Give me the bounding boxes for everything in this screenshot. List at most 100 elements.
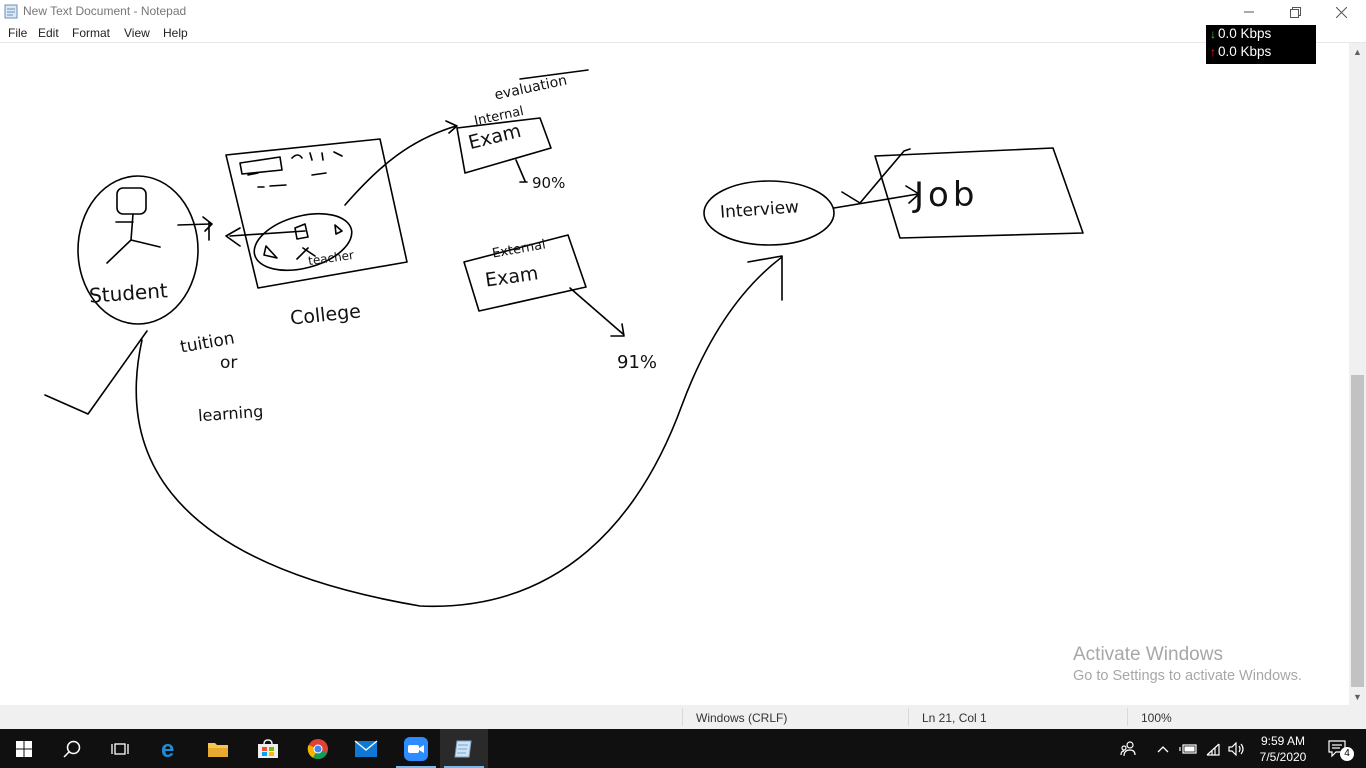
action-center-button[interactable]: 4 [1318, 729, 1358, 768]
internal-percent-arrow [515, 159, 528, 183]
scrollbar-thumb[interactable] [1351, 375, 1364, 687]
menu-bar: File Edit Format View Help [0, 24, 1366, 43]
taskbar-zoom[interactable] [392, 729, 440, 768]
status-zoom: 100% [1141, 711, 1172, 725]
battery-button[interactable] [1176, 729, 1200, 768]
menu-edit[interactable]: Edit [38, 26, 59, 40]
upload-arrow-icon: ↑ [1210, 45, 1216, 59]
task-view-button[interactable] [96, 729, 144, 768]
clock-date: 7/5/2020 [1259, 749, 1307, 764]
editor-top-border [0, 42, 1366, 43]
minimize-icon [1244, 11, 1254, 13]
interview-to-job-arrow [833, 185, 920, 209]
notepad-active-indicator [444, 766, 484, 768]
net-speed-meter: ↓0.0 Kbps ↑0.0 Kbps [1206, 25, 1316, 64]
svg-text:e: e [161, 738, 174, 760]
taskbar-file-explorer[interactable] [194, 729, 242, 768]
menu-view[interactable]: View [124, 26, 150, 40]
student-arrow [177, 216, 213, 241]
folder-icon [208, 742, 228, 757]
download-speed: 0.0 Kbps [1218, 26, 1272, 41]
show-hidden-icons-button[interactable] [1152, 729, 1174, 768]
clock-button[interactable]: 9:59 AM 7/5/2020 [1252, 729, 1314, 768]
volume-button[interactable] [1225, 729, 1249, 768]
scroll-up-arrow-icon[interactable]: ▲ [1353, 46, 1362, 57]
notification-icon [1328, 739, 1346, 757]
chrome-icon [307, 738, 328, 759]
college-box [225, 138, 408, 289]
window-title: New Text Document - Notepad [23, 4, 187, 18]
teacher-circle [253, 212, 353, 272]
restore-button[interactable] [1272, 0, 1318, 24]
status-divider [908, 708, 909, 726]
status-cursor-position: Ln 21, Col 1 [922, 711, 987, 725]
taskbar-chrome[interactable] [294, 729, 342, 768]
teacher-figure [263, 223, 343, 260]
journey-loop [135, 256, 783, 607]
network-button[interactable] [1201, 729, 1225, 768]
speaker-icon [1228, 741, 1244, 756]
people-icon [1120, 740, 1136, 756]
close-icon [1335, 6, 1347, 18]
status-divider [682, 708, 683, 726]
taskbar: e [0, 729, 1366, 768]
clock-time: 9:59 AM [1260, 733, 1306, 748]
restore-icon [1289, 6, 1301, 18]
zoom-running-indicator [396, 766, 436, 768]
student-circle [77, 175, 199, 325]
taskbar-edge[interactable]: e [146, 729, 194, 768]
taskbar-mail[interactable] [342, 729, 390, 768]
wifi-icon [1206, 743, 1220, 756]
activate-windows-subtitle: Go to Settings to activate Windows. [1073, 668, 1302, 684]
mail-icon [354, 739, 378, 757]
evaluation-line [519, 69, 589, 80]
external-exam-arrow [569, 287, 625, 337]
student-figure [106, 213, 161, 264]
label-external-percent: 91% [617, 352, 658, 373]
notepad-icon [4, 4, 18, 19]
external-exam-box [463, 234, 587, 312]
internal-exam-box [456, 117, 552, 174]
minimize-button[interactable] [1226, 0, 1272, 24]
close-button[interactable] [1318, 0, 1364, 24]
chevron-up-icon [1157, 745, 1169, 752]
download-row: ↓0.0 Kbps [1210, 26, 1271, 41]
upload-speed: 0.0 Kbps [1218, 44, 1272, 59]
interview-circle [703, 180, 835, 246]
job-check [841, 148, 911, 204]
scroll-down-arrow-icon[interactable]: ▼ [1353, 691, 1362, 702]
status-line-ending: Windows (CRLF) [696, 711, 788, 725]
interview-arrow-head [747, 255, 783, 301]
label-or: or [220, 353, 238, 373]
status-bar: Windows (CRLF) Ln 21, Col 1 100% [0, 705, 1366, 729]
store-icon [258, 738, 278, 758]
text-editor-area[interactable] [0, 43, 1349, 705]
activate-windows-title: Activate Windows [1073, 644, 1223, 665]
menu-format[interactable]: Format [72, 26, 111, 40]
status-divider [1127, 708, 1128, 726]
search-icon [63, 740, 81, 758]
student-head [116, 187, 147, 215]
edge-icon: e [161, 738, 174, 760]
notepad-icon [454, 740, 472, 757]
search-button[interactable] [48, 729, 96, 768]
college-arrow [225, 227, 306, 247]
battery-icon [1179, 743, 1197, 754]
upload-row: ↑0.0 Kbps [1210, 44, 1271, 59]
notification-count-badge: 4 [1340, 747, 1354, 761]
menu-file[interactable]: File [8, 26, 28, 40]
menu-help[interactable]: Help [163, 26, 188, 40]
ink-drawing [44, 69, 1084, 607]
task-view-icon [111, 742, 129, 755]
taskbar-notepad[interactable] [440, 729, 488, 768]
taskbar-microsoft-store[interactable] [244, 729, 292, 768]
student-tail [44, 330, 148, 415]
internal-exam-arrow [344, 120, 458, 206]
zoom-icon [404, 736, 428, 761]
windows-logo-icon [16, 740, 32, 757]
people-button[interactable] [1114, 729, 1142, 768]
download-arrow-icon: ↓ [1210, 27, 1216, 41]
college-scribble [239, 151, 343, 188]
start-button[interactable] [0, 729, 48, 768]
job-box [874, 147, 1084, 239]
